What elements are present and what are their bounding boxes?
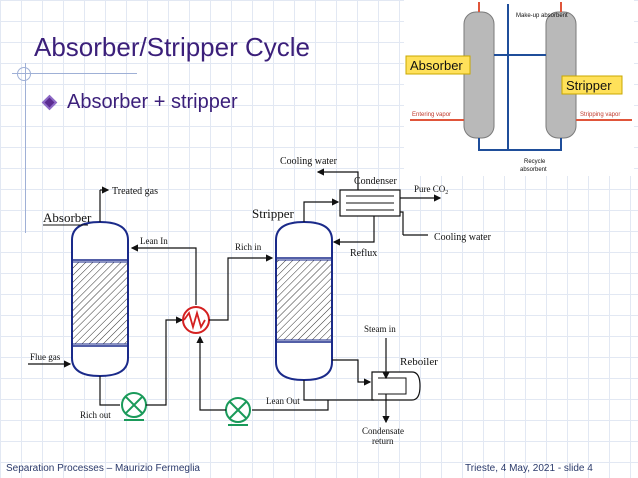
stripper-label: Stripper bbox=[252, 206, 295, 221]
rich-out-line bbox=[99, 376, 120, 406]
steam-in-label: Steam in bbox=[364, 324, 396, 334]
rich-in-label: Rich in bbox=[235, 242, 262, 252]
inset-absorber-column bbox=[463, 11, 495, 139]
footer-date-slide: Trieste, 4 May, 2021 - slide 4 bbox=[465, 463, 593, 474]
cooling-water-top-label: Cooling water bbox=[280, 156, 338, 167]
heat-exchanger-icon bbox=[182, 306, 210, 334]
bullet-item: Absorber + stripper bbox=[41, 91, 238, 114]
reflux-line bbox=[332, 216, 375, 246]
condensate-label-1: Condensate bbox=[362, 426, 404, 436]
cooling-water-right-label: Cooling water bbox=[434, 232, 492, 243]
reboiler-unit bbox=[371, 371, 421, 401]
lean-pump-icon bbox=[225, 397, 251, 426]
lean-in-line bbox=[130, 244, 197, 305]
rich-pump-icon bbox=[121, 392, 147, 421]
absorber-label: Absorber bbox=[43, 210, 92, 225]
slide-title: Absorber/Stripper Cycle bbox=[34, 32, 310, 62]
inset-makeup-label: Make-up absorbent bbox=[516, 13, 568, 19]
title-rule-vertical bbox=[25, 63, 26, 233]
condensate-label-2: return bbox=[372, 436, 394, 446]
absorber-vessel bbox=[71, 220, 129, 378]
title-rule bbox=[12, 73, 137, 74]
stripper-vessel bbox=[275, 220, 333, 382]
diamond-bullet-icon bbox=[41, 94, 58, 111]
rich-out-label: Rich out bbox=[80, 410, 111, 420]
inset-schematic: Make-up absorbent Recycle absorbent Ente… bbox=[404, 0, 634, 176]
process-diagram: Absorber Treated gas Lean In Flue gas Ri… bbox=[28, 156, 492, 446]
lean-in-label: Lean In bbox=[140, 236, 168, 246]
flue-gas-label: Flue gas bbox=[30, 352, 61, 362]
inset-absorber-label: Absorber bbox=[410, 58, 463, 73]
inset-stripping-vapor: Stripping vapor bbox=[580, 112, 620, 118]
inset-absorber-tag bbox=[405, 55, 471, 75]
condenser-label: Condenser bbox=[354, 176, 397, 187]
footer-author: Separation Processes – Maurizio Fermegli… bbox=[6, 463, 200, 474]
inset-recycle-label-2: absorbent bbox=[520, 167, 547, 173]
inset-stripper-tag bbox=[561, 75, 623, 95]
inset-stripper-column bbox=[545, 11, 577, 139]
inset-svg: Make-up absorbent Recycle absorbent Ente… bbox=[405, 2, 632, 173]
inset-stripper-label: Stripper bbox=[566, 78, 612, 93]
title-ring-decoration bbox=[17, 67, 31, 81]
reflux-label: Reflux bbox=[350, 248, 377, 259]
inset-entering-vapor: Entering vapor bbox=[412, 112, 451, 118]
treated-gas-label: Treated gas bbox=[112, 186, 158, 197]
rich-in-line bbox=[209, 254, 274, 321]
condenser-unit bbox=[339, 189, 401, 217]
reboiler-label: Reboiler bbox=[400, 356, 438, 368]
bullet-text: Absorber + stripper bbox=[67, 91, 238, 113]
inset-recycle-label-1: Recycle bbox=[524, 159, 546, 165]
lean-out-label: Lean Out bbox=[266, 396, 300, 406]
pure-co2-label: Pure CO2 bbox=[414, 184, 448, 196]
